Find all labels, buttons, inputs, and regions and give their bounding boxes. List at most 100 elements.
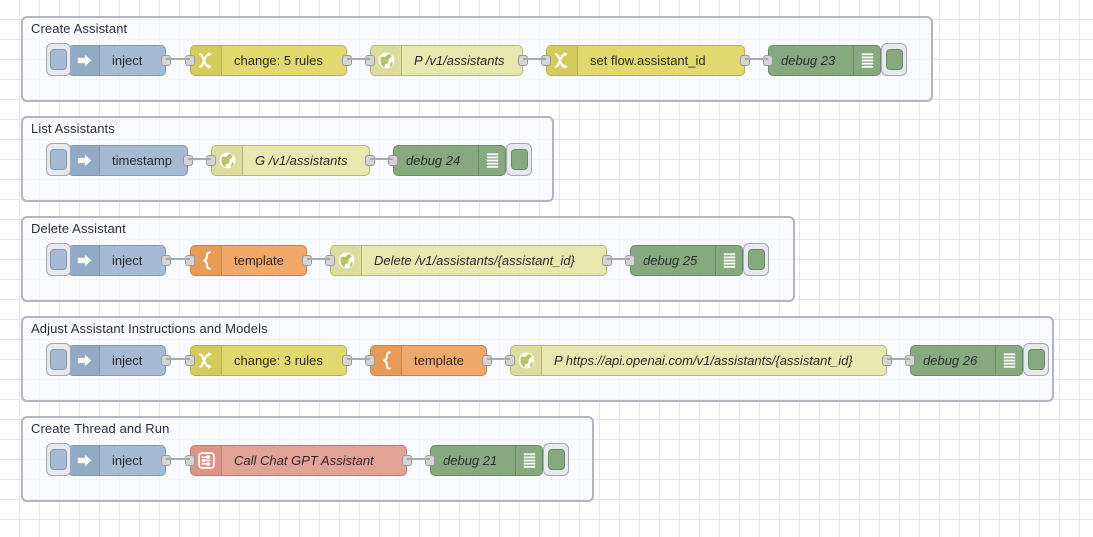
node-input-port[interactable] — [325, 255, 335, 266]
node-inject-delete[interactable]: inject — [46, 243, 171, 276]
node-input-port[interactable] — [185, 455, 195, 466]
debug-lines-icon — [995, 346, 1022, 375]
change-swap-icon — [547, 46, 578, 75]
wire-list-1[interactable] — [188, 158, 211, 160]
node-debug-21[interactable]: debug 21 — [425, 443, 569, 476]
node-output-port[interactable] — [365, 155, 375, 166]
debug-lines-icon — [515, 446, 542, 475]
node-http-delete-assistant[interactable]: Delete /v1/assistants/{assistant_id} — [325, 245, 612, 276]
node-input-port[interactable] — [425, 455, 435, 466]
wire-list-2[interactable] — [370, 158, 393, 160]
inject-trigger-indicator — [50, 249, 67, 270]
wire-adjust-3[interactable] — [487, 358, 510, 360]
node-debug-24[interactable]: debug 24 — [388, 143, 532, 176]
wire-adjust-2[interactable] — [347, 358, 370, 360]
wire-adjust-1[interactable] — [166, 358, 190, 360]
node-input-port[interactable] — [905, 355, 915, 366]
node-output-port[interactable] — [161, 455, 171, 466]
debug-toggle-button[interactable] — [543, 443, 569, 476]
node-label: template — [234, 253, 284, 268]
node-label: debug 25 — [643, 253, 698, 268]
node-input-port[interactable] — [185, 255, 195, 266]
node-output-port[interactable] — [402, 455, 412, 466]
globe-icon — [212, 146, 243, 175]
inject-arrow-icon — [69, 346, 100, 375]
node-output-port[interactable] — [161, 355, 171, 366]
node-label: Delete /v1/assistants/{assistant_id} — [374, 253, 575, 268]
node-inject-create[interactable]: inject — [46, 43, 171, 76]
node-debug-23[interactable]: debug 23 — [763, 43, 907, 76]
node-input-port[interactable] — [185, 55, 195, 66]
node-label: debug 24 — [406, 153, 461, 168]
node-label: template — [414, 353, 464, 368]
debug-toggle-button[interactable] — [881, 43, 907, 76]
node-function-call-chatgpt[interactable]: Call Chat GPT Assistant — [185, 445, 412, 476]
node-template-delete[interactable]: template — [185, 245, 312, 276]
inject-trigger-button[interactable] — [46, 443, 71, 476]
node-output-port[interactable] — [302, 255, 312, 266]
inject-trigger-button[interactable] — [46, 143, 71, 176]
node-output-port[interactable] — [740, 55, 750, 66]
node-input-port[interactable] — [763, 55, 773, 66]
node-output-port[interactable] — [161, 255, 171, 266]
node-http-get-assistants[interactable]: G /v1/assistants — [206, 145, 375, 176]
debug-toggle-button[interactable] — [506, 143, 532, 176]
node-input-port[interactable] — [365, 55, 375, 66]
node-http-post-assistants[interactable]: P /v1/assistants — [365, 45, 528, 76]
template-brace-icon — [191, 246, 222, 275]
group-label: List Assistants — [31, 121, 115, 136]
wire-delete-2[interactable] — [307, 258, 330, 260]
node-input-port[interactable] — [206, 155, 216, 166]
node-output-port[interactable] — [342, 355, 352, 366]
node-inject-timestamp[interactable]: timestamp — [46, 143, 193, 176]
debug-toggle-indicator — [510, 149, 528, 170]
wire-create-4[interactable] — [745, 58, 768, 60]
node-input-port[interactable] — [185, 355, 195, 366]
node-change-5-rules[interactable]: change: 5 rules — [185, 45, 352, 76]
node-label: debug 23 — [781, 53, 836, 68]
wire-delete-1[interactable] — [166, 258, 190, 260]
inject-trigger-button[interactable] — [46, 343, 71, 376]
node-input-port[interactable] — [365, 355, 375, 366]
node-output-port[interactable] — [161, 55, 171, 66]
node-output-port[interactable] — [482, 355, 492, 366]
node-change-set-flow-assistant-id[interactable]: set flow.assistant_id — [541, 45, 750, 76]
wire-thread-2[interactable] — [407, 458, 430, 460]
change-swap-icon — [191, 346, 222, 375]
debug-toggle-button[interactable] — [743, 243, 769, 276]
wire-adjust-4[interactable] — [887, 358, 910, 360]
node-inject-adjust[interactable]: inject — [46, 343, 171, 376]
node-label: change: 5 rules — [234, 53, 323, 68]
node-inject-thread[interactable]: inject — [46, 443, 171, 476]
wire-create-1[interactable] — [166, 58, 190, 60]
function-sliders-icon — [191, 446, 222, 475]
node-input-port[interactable] — [625, 255, 635, 266]
node-input-port[interactable] — [505, 355, 515, 366]
node-output-port[interactable] — [342, 55, 352, 66]
node-output-port[interactable] — [518, 55, 528, 66]
node-label: P /v1/assistants — [414, 53, 505, 68]
inject-trigger-button[interactable] — [46, 43, 71, 76]
debug-lines-icon — [853, 46, 880, 75]
node-input-port[interactable] — [541, 55, 551, 66]
node-template-adjust[interactable]: template — [365, 345, 492, 376]
node-output-port[interactable] — [602, 255, 612, 266]
wire-thread-1[interactable] — [166, 458, 190, 460]
debug-toggle-button[interactable] — [1023, 343, 1049, 376]
node-debug-25[interactable]: debug 25 — [625, 243, 769, 276]
node-label: P https://api.openai.com/v1/assistants/{… — [554, 353, 853, 368]
node-output-port[interactable] — [882, 355, 892, 366]
node-output-port[interactable] — [183, 155, 193, 166]
node-input-port[interactable] — [388, 155, 398, 166]
node-http-post-openai-assistant[interactable]: P https://api.openai.com/v1/assistants/{… — [505, 345, 892, 376]
inject-trigger-button[interactable] — [46, 243, 71, 276]
wire-create-3[interactable] — [523, 58, 546, 60]
wire-delete-3[interactable] — [607, 258, 630, 260]
inject-trigger-indicator — [50, 49, 67, 70]
inject-trigger-indicator — [50, 449, 67, 470]
wire-create-2[interactable] — [347, 58, 370, 60]
node-debug-26[interactable]: debug 26 — [905, 343, 1049, 376]
globe-icon — [511, 346, 542, 375]
node-change-3-rules[interactable]: change: 3 rules — [185, 345, 352, 376]
